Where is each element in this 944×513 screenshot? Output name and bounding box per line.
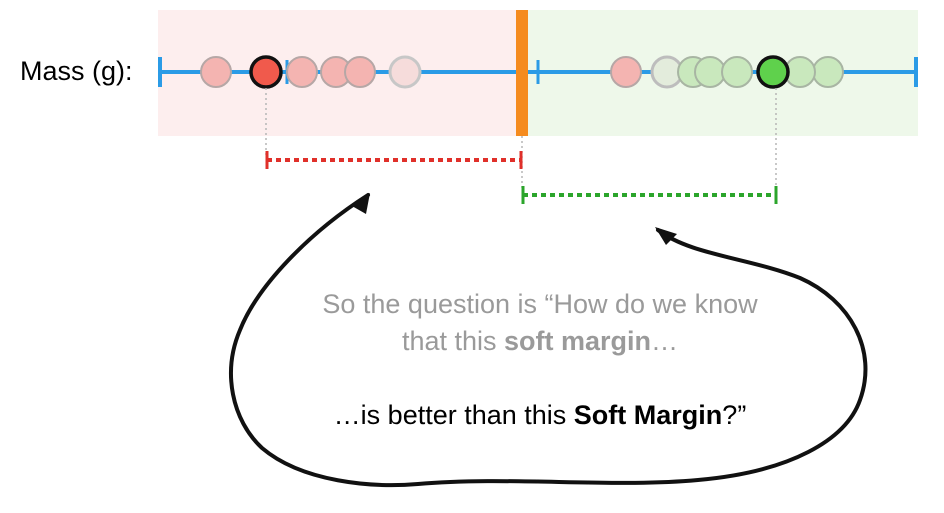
threshold-bar [516,10,528,136]
observation-green [694,56,726,88]
caption-line-1: So the question is “How do we know [322,289,758,319]
observation-green-highlighted [756,55,790,89]
red-soft-margin [265,151,523,169]
speech-bubble [229,193,868,488]
caption-line-3: …is better than this Soft Margin?” [333,400,747,430]
observation-red-highlighted [249,55,283,89]
caption-line-2: that this soft margin… [401,326,679,356]
observation-red [610,56,642,88]
observation-green [812,56,844,88]
curved-arrow-icon [655,227,677,245]
axis-label: Mass (g): [20,56,133,86]
soft-margin-capitalized: Soft Margin [573,400,723,430]
observation-green [721,56,753,88]
soft-margin-lowercase: soft margin [504,326,652,356]
observation-red [344,56,376,88]
observation-faded [388,55,422,89]
curved-arrow-icon [352,193,370,214]
green-soft-margin [521,186,778,204]
observation-red [286,56,318,88]
observation-red [200,56,232,88]
